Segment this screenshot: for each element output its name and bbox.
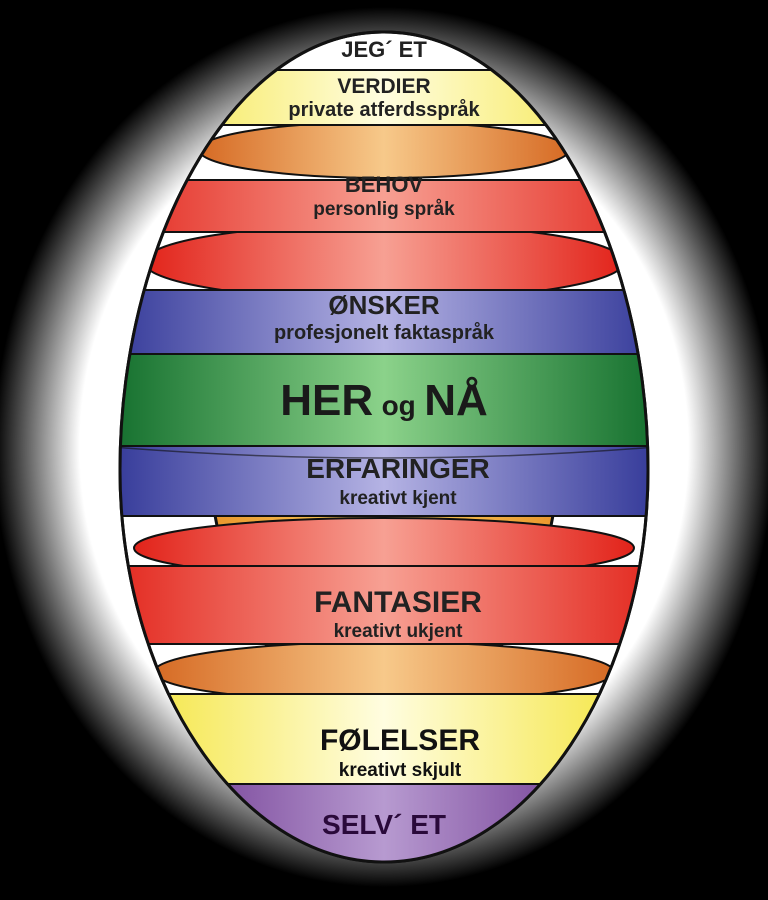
og-word: og	[382, 390, 416, 421]
band-her-og-na	[120, 353, 648, 447]
layer-1-subtitle: private atferdsspråk	[288, 98, 480, 121]
ring-back-top	[198, 121, 570, 179]
layer-7-subtitle: kreativt skjult	[339, 760, 462, 781]
na-word: NÅ	[424, 376, 488, 425]
layer-4-title: HER og NÅ	[280, 376, 488, 425]
layer-2-title: BEHOV	[345, 172, 424, 197]
layer-6-title: FANTASIER	[314, 586, 482, 619]
layer-3-title: ØNSKER	[328, 290, 439, 320]
her-word: HER	[280, 376, 373, 425]
layer-1-title: VERDIER	[337, 75, 430, 98]
top-label: JEG´ ET	[341, 37, 427, 62]
band-fantasier	[120, 565, 648, 645]
layer-7-title: FØLELSER	[320, 724, 480, 757]
layer-3-subtitle: profesjonelt faktaspråk	[274, 321, 495, 344]
band-onsker	[120, 289, 648, 355]
layer-6-subtitle: kreativt ukjent	[334, 621, 463, 642]
layer-2-subtitle: personlig språk	[313, 199, 455, 220]
layer-5-subtitle: kreativt kjent	[339, 488, 457, 509]
band-behov	[120, 179, 648, 233]
bottom-label: SELV´ ET	[322, 809, 446, 840]
outer-egg-outline	[118, 30, 650, 864]
curve-green	[120, 445, 648, 459]
layer-5-title: ERFARINGER	[306, 453, 490, 484]
ring-back-behov	[143, 223, 625, 301]
